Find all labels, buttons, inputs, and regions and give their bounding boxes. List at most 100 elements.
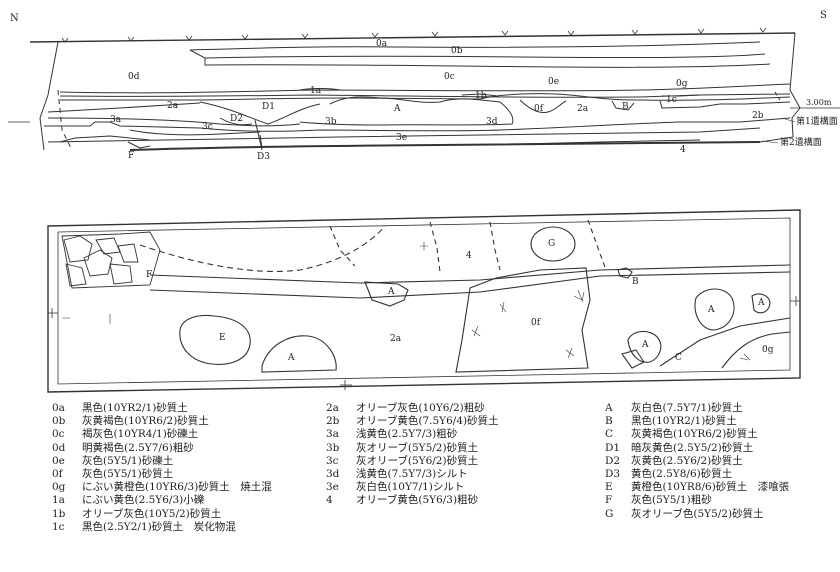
legend-desc: にぶい黄橙色(10YR6/3)砂質土 焼土混 — [82, 481, 272, 494]
legend-code: C — [605, 428, 614, 441]
layer-2a-left-label: 2a — [167, 101, 179, 111]
layer-2a-right-label: 2a — [577, 104, 589, 114]
layer-1c-label: 1c — [666, 95, 677, 105]
layer-A-label: A — [394, 104, 401, 114]
legend-desc: 灰黄褐色(10YR6/2)砂質土 — [631, 428, 758, 441]
legend-item: 2a オリーブ灰色(10Y6/2)粗砂 — [326, 402, 499, 415]
legend-code: 0c — [52, 428, 65, 441]
legend-item: 0f 灰色(5Y5/1)砂質土 — [52, 468, 272, 481]
legend-code: 2a — [326, 402, 339, 414]
plan-E-label: E — [219, 333, 226, 343]
legend-code: D3 — [605, 468, 621, 481]
legend-code: A — [605, 402, 613, 414]
legend-code: 4 — [326, 494, 333, 507]
legend-desc: 黒色(2.5Y2/1)砂質土 炭化物混 — [82, 520, 236, 533]
plan-0f-label: 0f — [531, 318, 541, 328]
legend-code: 2b — [326, 415, 340, 428]
legend-desc: 明黄褐色(2.5Y7/6)粗砂 — [82, 441, 194, 454]
layer-F-label: F — [128, 151, 135, 161]
legend-desc: 黒色(10YR2/1)砂質土 — [82, 402, 188, 414]
legend-code: G — [605, 507, 614, 520]
legend-item: G 灰オリーブ色(5Y5/2)砂質土 — [605, 508, 789, 521]
legend-item: 1b オリーブ灰色(10Y5/2)砂質土 — [52, 508, 272, 521]
layer-1b-label: 1b — [475, 91, 487, 101]
plan-B-label: B — [632, 277, 639, 287]
surface-1-label: 第1遺構面 — [796, 117, 838, 127]
legend-code: 0d — [52, 441, 66, 454]
legend-item: 2b オリーブ黄色(7.5Y6/4)砂質土 — [326, 415, 499, 428]
legend-code: 0g — [52, 481, 66, 494]
layer-D2-label: D2 — [230, 114, 243, 124]
plan-C-label: C — [675, 353, 682, 363]
layer-0a-label: 0a — [376, 39, 388, 49]
legend-code: E — [605, 481, 613, 494]
layer-0c-label: 0c — [444, 72, 455, 82]
legend-code: D2 — [605, 454, 621, 467]
legend-code: B — [605, 415, 613, 428]
plan-A-mid-label: A — [642, 340, 649, 350]
legend-desc: 灰色(5Y5/1)砂礫土 — [82, 454, 174, 467]
plan-A-bottom-label: A — [288, 353, 295, 363]
layer-0f-label: 0f — [534, 104, 544, 114]
plan-4-label: 4 — [466, 251, 472, 261]
legend-code: 0f — [52, 468, 63, 481]
legend-code: 3a — [326, 428, 339, 441]
layer-0g-label: 0g — [676, 79, 688, 89]
layer-3e-label: 3e — [396, 133, 408, 143]
layer-0b-label: 0b — [451, 46, 463, 56]
layer-3d-label: 3d — [486, 117, 498, 127]
legend-desc: 灰色(5Y5/1)粗砂 — [631, 494, 712, 507]
layer-1a-label: 1a — [310, 86, 322, 96]
north-label: N — [10, 13, 19, 24]
layer-2b-label: 2b — [752, 111, 764, 121]
plan-A-small-label: A — [758, 298, 765, 308]
layer-D1-label: D1 — [262, 102, 275, 112]
legend-item: 3a 浅黄色(2.5Y7/3)粗砂 — [326, 428, 499, 441]
layer-0e-label: 0e — [548, 77, 560, 87]
legend-desc: 浅黄色(2.5Y7/3)粗砂 — [356, 428, 458, 441]
layer-3a-label: 3a — [110, 115, 122, 125]
elevation-label: 3.00m — [806, 98, 832, 107]
legend-desc: 灰白色(10Y7/1)シルト — [356, 481, 465, 494]
legend-code: 3b — [326, 441, 340, 454]
plan-A-right-label: A — [708, 305, 715, 315]
layer-3c-label: 3c — [202, 122, 213, 132]
legend-desc: 灰オリーブ(5Y5/2)砂質土 — [356, 441, 479, 454]
legend-desc: 黄色(2.5Y8/6)砂質土 — [631, 468, 733, 481]
legend-desc: 黒色(10YR2/1)砂質土 — [631, 415, 737, 428]
legend-code: 3e — [326, 481, 339, 494]
legend-code: 1b — [52, 507, 66, 520]
legend-desc: オリーブ灰色(10Y5/2)砂質土 — [82, 507, 222, 520]
legend-desc: オリーブ灰色(10Y6/2)粗砂 — [356, 402, 485, 414]
legend-desc: 浅黄色(7.5Y7/3)シルト — [356, 468, 468, 481]
legend-item: E 黄橙色(10YR8/6)砂質土 漆喰張 — [605, 481, 789, 494]
legend-desc: オリーブ黄色(7.5Y6/4)砂質土 — [356, 415, 499, 428]
legend-item: 3e 灰白色(10Y7/1)シルト — [326, 481, 499, 494]
legend-desc: 灰オリーブ(5Y6/2)砂質土 — [356, 454, 479, 467]
layer-B-label: B — [622, 102, 629, 112]
plan-A-top-label: A — [388, 287, 395, 297]
layer-0d-label: 0d — [128, 72, 140, 82]
legend-code: 0e — [52, 454, 65, 467]
legend-item: C 灰黄褐色(10YR6/2)砂質土 — [605, 428, 789, 441]
legend-code: 0b — [52, 415, 66, 428]
legend-code: 0a — [52, 402, 65, 414]
legend-desc: 黄橙色(10YR8/6)砂質土 漆喰張 — [631, 481, 790, 494]
legend-desc: 灰オリーブ色(5Y5/2)砂質土 — [631, 507, 764, 520]
plan-G-label: G — [548, 239, 556, 249]
layer-D3-label: D3 — [257, 152, 270, 162]
legend-desc: 灰色(5Y5/1)砂質土 — [82, 468, 174, 481]
